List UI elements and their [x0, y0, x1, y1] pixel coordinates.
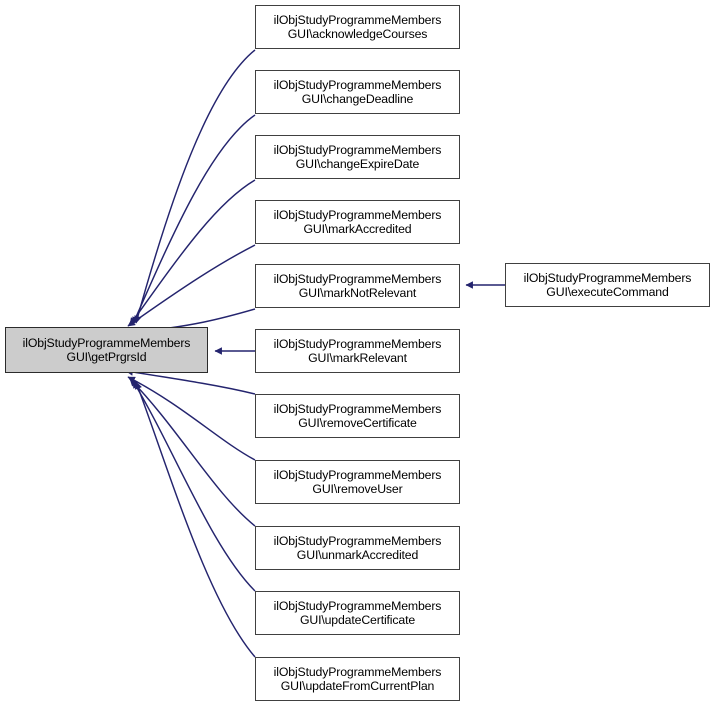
node-getPrgrsId[interactable]: ilObjStudyProgrammeMembers GUI\getPrgrsI…: [5, 327, 208, 373]
edge-markAccredited-to-getPrgrsId: [127, 244, 256, 327]
node-label-markRelevant: ilObjStudyProgrammeMembers GUI\markRelev…: [273, 336, 442, 366]
node-label-markNotRelevant: ilObjStudyProgrammeMembers GUI\markNotRe…: [273, 271, 442, 301]
node-markAccredited[interactable]: ilObjStudyProgrammeMembers GUI\markAccre…: [255, 200, 460, 244]
edge-removeCertificate-to-getPrgrsId: [125, 368, 256, 395]
node-markRelevant[interactable]: ilObjStudyProgrammeMembers GUI\markRelev…: [255, 329, 460, 373]
node-label-unmarkAccredited: ilObjStudyProgrammeMembers GUI\unmarkAcc…: [273, 533, 442, 563]
node-label-removeCertificate: ilObjStudyProgrammeMembers GUI\removeCer…: [273, 401, 442, 431]
node-label-updateFromCurrentPlan: ilObjStudyProgrammeMembers GUI\updateFro…: [273, 664, 442, 694]
node-executeCommand[interactable]: ilObjStudyProgrammeMembers GUI\executeCo…: [505, 263, 710, 307]
edge-updateFromCurrentPlan-to-getPrgrsId: [134, 381, 256, 658]
edge-changeDeadline-to-getPrgrsId: [132, 114, 256, 325]
node-label-getPrgrsId: ilObjStudyProgrammeMembers GUI\getPrgrsI…: [22, 335, 191, 365]
edge-updateCertificate-to-getPrgrsId: [132, 380, 256, 592]
node-label-changeExpireDate: ilObjStudyProgrammeMembers GUI\changeExp…: [273, 142, 442, 172]
node-updateFromCurrentPlan[interactable]: ilObjStudyProgrammeMembers GUI\updateFro…: [255, 657, 460, 701]
edge-unmarkAccredited-to-getPrgrsId: [129, 378, 256, 527]
node-label-removeUser: ilObjStudyProgrammeMembers GUI\removeUse…: [273, 467, 442, 497]
node-label-executeCommand: ilObjStudyProgrammeMembers GUI\executeCo…: [523, 270, 692, 300]
node-changeExpireDate[interactable]: ilObjStudyProgrammeMembers GUI\changeExp…: [255, 135, 460, 179]
node-label-updateCertificate: ilObjStudyProgrammeMembers GUI\updateCer…: [273, 598, 442, 628]
node-removeCertificate[interactable]: ilObjStudyProgrammeMembers GUI\removeCer…: [255, 394, 460, 438]
node-unmarkAccredited[interactable]: ilObjStudyProgrammeMembers GUI\unmarkAcc…: [255, 526, 460, 570]
edge-acknowledgeCourses-to-getPrgrsId: [134, 49, 256, 324]
node-updateCertificate[interactable]: ilObjStudyProgrammeMembers GUI\updateCer…: [255, 591, 460, 635]
node-markNotRelevant[interactable]: ilObjStudyProgrammeMembers GUI\markNotRe…: [255, 264, 460, 308]
node-label-markAccredited: ilObjStudyProgrammeMembers GUI\markAccre…: [273, 207, 442, 237]
node-changeDeadline[interactable]: ilObjStudyProgrammeMembers GUI\changeDea…: [255, 70, 460, 114]
node-removeUser[interactable]: ilObjStudyProgrammeMembers GUI\removeUse…: [255, 460, 460, 504]
edge-changeExpireDate-to-getPrgrsId: [129, 179, 256, 326]
node-acknowledgeCourses[interactable]: ilObjStudyProgrammeMembers GUI\acknowled…: [255, 5, 460, 49]
node-label-acknowledgeCourses: ilObjStudyProgrammeMembers GUI\acknowled…: [273, 12, 442, 42]
edge-removeUser-to-getPrgrsId: [127, 376, 256, 461]
node-label-changeDeadline: ilObjStudyProgrammeMembers GUI\changeDea…: [273, 77, 442, 107]
